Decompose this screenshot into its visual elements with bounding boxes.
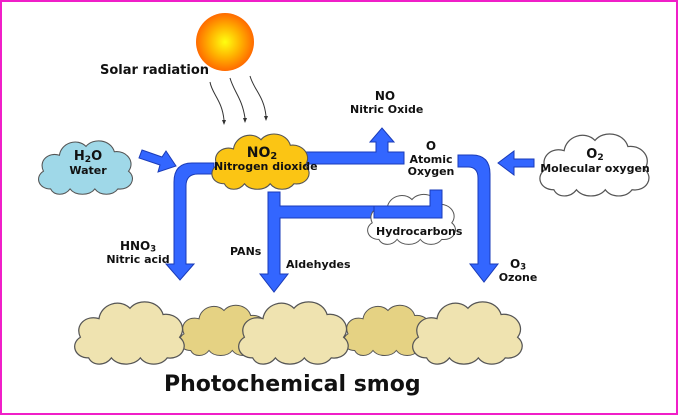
water-name: Water <box>69 163 107 177</box>
hno3-label: HNO3 Nitric acid <box>106 239 170 266</box>
no2-formula: NO2 <box>246 145 278 162</box>
no2-label: NO2 Nitrogen dioxide <box>214 145 318 174</box>
molecular-oxygen-label: O2 Molecular oxygen <box>540 147 650 176</box>
smog-clouds <box>73 301 523 365</box>
radiation-arrow <box>229 77 246 119</box>
radiation-arrow <box>209 81 225 121</box>
radiation-arrows <box>209 75 267 121</box>
water-to-no2-arrow <box>138 149 177 173</box>
smog-cloud <box>237 301 349 365</box>
o2-to-oxygen-arrow <box>497 150 535 176</box>
hno3-name: Nitric acid <box>106 252 170 266</box>
no2-to-no-arrow <box>305 127 405 165</box>
no2-to-hno3-arrow <box>164 162 215 281</box>
diagram-title: Photochemical smog <box>164 372 421 397</box>
no2-name: Nitrogen dioxide <box>214 160 318 174</box>
ozone-formula: O3 <box>509 257 527 272</box>
hno3-formula: HNO3 <box>119 239 157 254</box>
no-name: Nitric Oxide <box>350 102 424 116</box>
aldehydes-label: Aldehydes <box>286 258 351 271</box>
molecular-oxygen-name: Molecular oxygen <box>540 161 650 175</box>
pans-label: PANs <box>230 245 262 258</box>
molecular-oxygen-formula: O2 <box>586 147 604 163</box>
water-label: H2O Water <box>58 149 118 178</box>
solar-radiation-label: Solar radiation <box>100 63 210 78</box>
ozone-name: Ozone <box>498 270 538 284</box>
sun-icon <box>196 13 254 71</box>
atomic-oxygen-name-1: Atomic <box>409 152 453 166</box>
smog-cloud <box>411 301 523 365</box>
oxygen-to-ozone-arrow <box>457 154 500 283</box>
atomic-oxygen-label: O Atomic Oxygen <box>405 139 457 179</box>
water-formula: H2O <box>73 149 103 165</box>
smog-cloud <box>73 301 185 365</box>
no-formula: NO <box>374 89 396 103</box>
no-label: NO Nitric Oxide <box>350 89 424 116</box>
atomic-oxygen-formula: O <box>425 139 437 153</box>
radiation-arrow <box>249 75 267 117</box>
atomic-oxygen-name-2: Oxygen <box>407 165 455 179</box>
ozone-label: O3 Ozone <box>496 257 540 284</box>
hydrocarbons-label: Hydrocarbons <box>376 225 463 238</box>
